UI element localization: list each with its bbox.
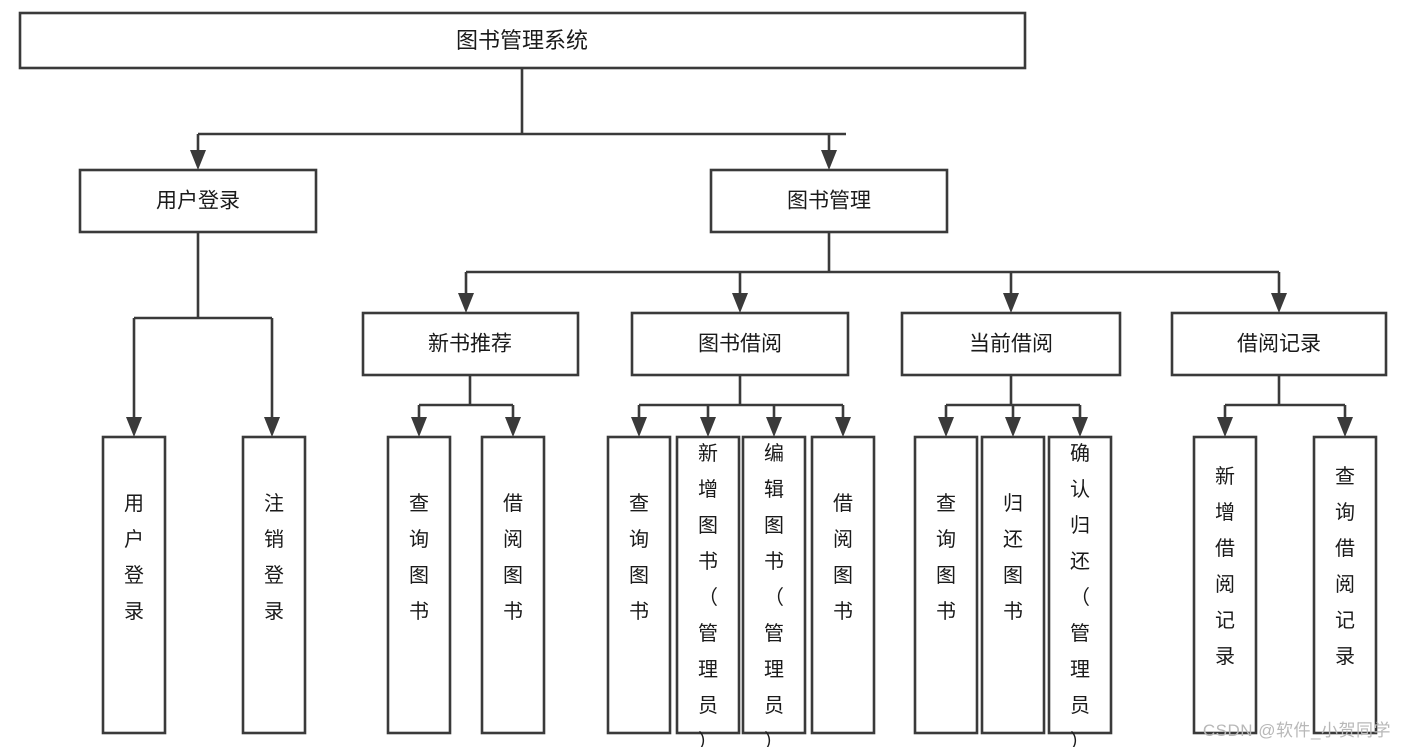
arrowhead-bb-query-book — [631, 417, 647, 437]
node-new-book-recommendation[interactable]: 新书推荐 — [361, 311, 580, 377]
node-borrowing-record-box[interactable] — [1170, 311, 1388, 377]
leaf-bb-edit-book-admin[interactable]: 编辑图书（管理员） — [741, 435, 807, 747]
leaf-nb-query-book-label: 查询图书 — [409, 492, 429, 623]
leaf-br-add-record-label: 新增借阅记录 — [1215, 465, 1235, 668]
leaf-logout-login[interactable]: 注销登录 — [241, 435, 307, 735]
node-current-borrowing-label: 当前借阅 — [969, 333, 1053, 356]
leaf-cb-confirm-return-admin-label: 确认归还（管理员） — [1070, 442, 1090, 747]
leaf-cb-query-book[interactable]: 查询图书 — [913, 435, 979, 735]
arrowhead-user-login — [190, 150, 206, 170]
arrowhead-cb-return-book — [1005, 417, 1021, 437]
node-new-book-recommendation-label: 新书推荐 — [428, 333, 512, 356]
node-root-book-management-system[interactable]: 图书管理系统 — [18, 11, 1027, 70]
arrowhead-new-book-rec — [458, 293, 474, 313]
arrowhead-bb-borrow-book — [835, 417, 851, 437]
node-book-borrowing-label: 图书借阅 — [698, 333, 782, 356]
leaf-br-query-record[interactable]: 查询借阅记录 — [1312, 435, 1378, 735]
leaf-bb-edit-book-admin-label: 编辑图书（管理员） — [764, 442, 784, 747]
arrowhead-bb-add-book — [700, 417, 716, 437]
leaf-cb-query-book-label: 查询图书 — [936, 492, 956, 623]
leaf-nb-query-book-box[interactable] — [386, 435, 452, 735]
arrowhead-leaf-user-login — [126, 417, 142, 437]
leaf-cb-return-book[interactable]: 归还图书 — [980, 435, 1046, 735]
arrowhead-br-add-record — [1217, 417, 1233, 437]
arrowhead-nb-query-book — [411, 417, 427, 437]
csdn-watermark: CSDN @软件_小贺同学 — [1202, 721, 1391, 740]
arrowhead-leaf-logout — [264, 417, 280, 437]
arrowhead-current-borrow — [1003, 293, 1019, 313]
leaf-bb-query-book-box[interactable] — [606, 435, 672, 735]
leaf-bb-query-book[interactable]: 查询图书 — [606, 435, 672, 735]
leaf-br-query-record-label: 查询借阅记录 — [1335, 465, 1355, 668]
node-borrowing-record-label: 借阅记录 — [1237, 333, 1321, 356]
node-new-book-recommendation-box[interactable] — [361, 311, 580, 377]
leaf-bb-query-book-label: 查询图书 — [629, 492, 649, 623]
node-root-box[interactable] — [18, 11, 1027, 70]
leaf-nb-borrow-book-box[interactable] — [480, 435, 546, 735]
leaf-br-query-record-box[interactable] — [1312, 435, 1378, 735]
arrowhead-cb-confirm-return — [1072, 417, 1088, 437]
arrowhead-borrow-record — [1271, 293, 1287, 313]
node-root-label: 图书管理系统 — [456, 28, 588, 53]
node-user-login[interactable]: 用户登录 — [78, 168, 318, 234]
node-book-borrowing-box[interactable] — [630, 311, 850, 377]
leaf-cb-confirm-return-admin[interactable]: 确认归还（管理员） — [1047, 435, 1113, 747]
arrowhead-book-borrow — [732, 293, 748, 313]
leaf-cb-confirm-return-admin-box[interactable] — [1047, 435, 1113, 735]
leaf-user-login[interactable]: 用户登录 — [101, 435, 167, 735]
leaf-bb-borrow-book[interactable]: 借阅图书 — [810, 435, 876, 735]
leaf-cb-return-book-box[interactable] — [980, 435, 1046, 735]
leaf-nb-query-book[interactable]: 查询图书 — [386, 435, 452, 735]
arrowhead-cb-query-book — [938, 417, 954, 437]
arrowhead-nb-borrow-book — [505, 417, 521, 437]
leaf-bb-borrow-book-label: 借阅图书 — [833, 492, 853, 623]
leaf-cb-return-book-label: 归还图书 — [1003, 492, 1023, 623]
leaf-nb-borrow-book[interactable]: 借阅图书 — [480, 435, 546, 735]
leaf-br-add-record-box[interactable] — [1192, 435, 1258, 735]
node-book-borrowing[interactable]: 图书借阅 — [630, 311, 850, 377]
node-current-borrowing[interactable]: 当前借阅 — [900, 311, 1122, 377]
node-user-login-label: 用户登录 — [156, 190, 240, 213]
arrowhead-book-mgmt — [821, 150, 837, 170]
node-borrowing-record[interactable]: 借阅记录 — [1170, 311, 1388, 377]
leaf-bb-add-book-admin[interactable]: 新增图书（管理员） — [675, 435, 741, 747]
leaf-logout-login-label: 注销登录 — [264, 492, 284, 623]
arrowhead-bb-edit-book — [766, 417, 782, 437]
leaf-bb-edit-book-admin-box[interactable] — [741, 435, 807, 735]
leaf-user-login-box[interactable] — [101, 435, 167, 735]
node-book-management[interactable]: 图书管理 — [709, 168, 949, 234]
leaf-nb-borrow-book-label: 借阅图书 — [503, 492, 523, 623]
leaf-br-add-record[interactable]: 新增借阅记录 — [1192, 435, 1258, 735]
leaf-bb-borrow-book-box[interactable] — [810, 435, 876, 735]
leaf-logout-login-box[interactable] — [241, 435, 307, 735]
leaf-cb-query-book-box[interactable] — [913, 435, 979, 735]
node-book-management-box[interactable] — [709, 168, 949, 234]
leaf-bb-add-book-admin-label: 新增图书（管理员） — [698, 442, 718, 747]
leaf-user-login-label: 用户登录 — [124, 493, 144, 623]
arrowhead-br-query-record — [1337, 417, 1353, 437]
node-user-login-box[interactable] — [78, 168, 318, 234]
connector-layer — [126, 68, 1353, 437]
node-current-borrowing-box[interactable] — [900, 311, 1122, 377]
leaf-bb-add-book-admin-box[interactable] — [675, 435, 741, 735]
node-book-management-label: 图书管理 — [787, 190, 871, 213]
